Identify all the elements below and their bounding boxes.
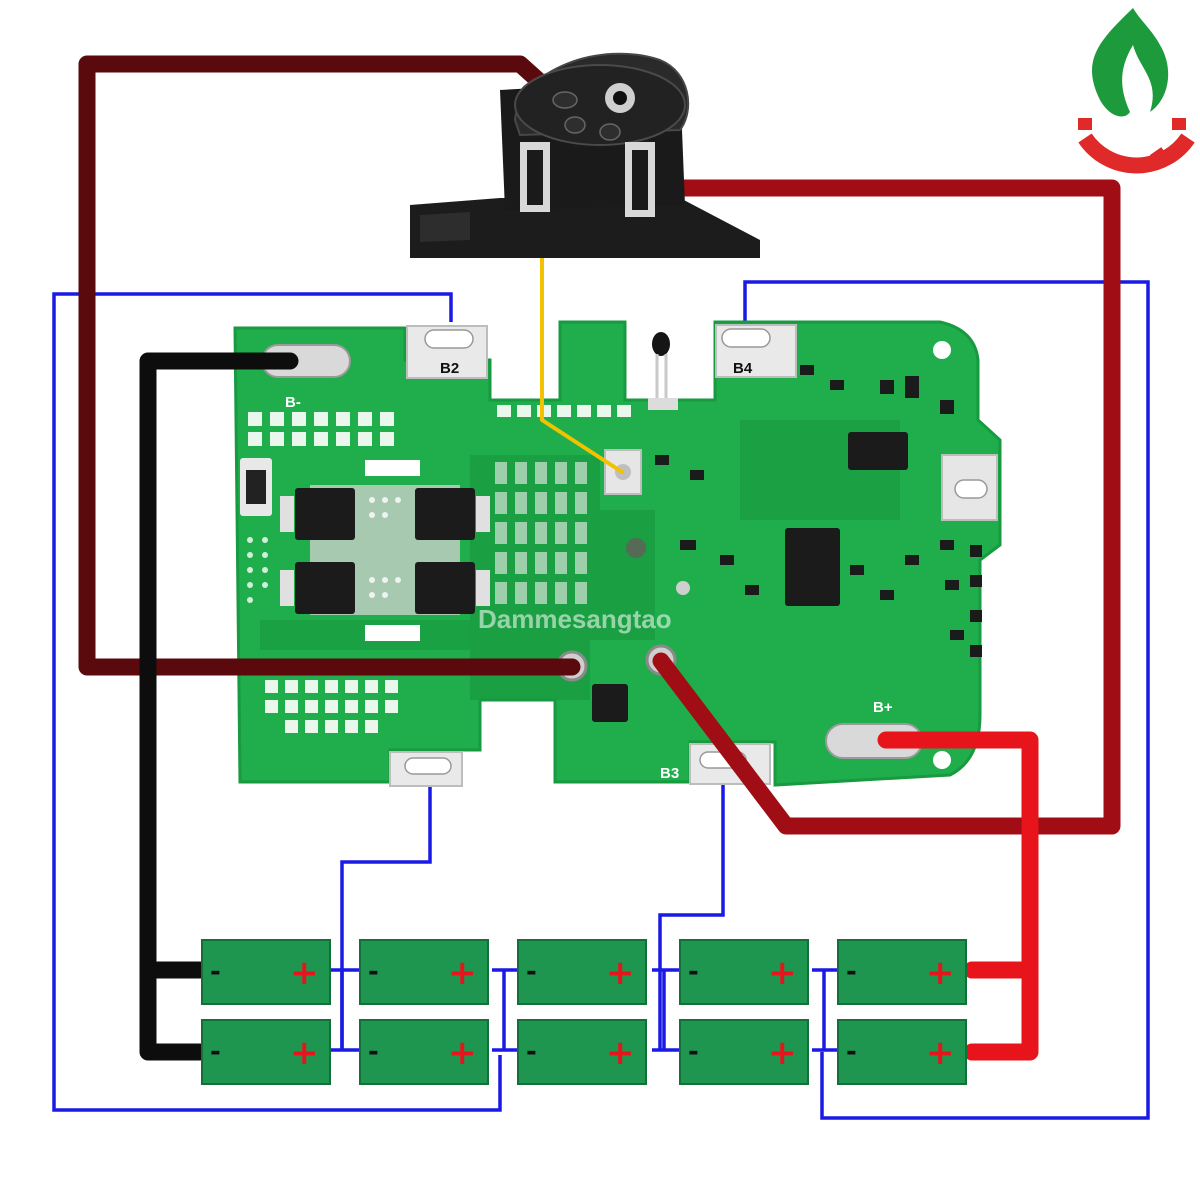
battery-cell-body [679, 1019, 809, 1085]
cell-positive-terminal: + [606, 953, 635, 993]
cell-positive-terminal: + [926, 953, 955, 993]
label-b-minus: B- [285, 394, 301, 411]
battery-cell-body [201, 1019, 331, 1085]
battery-cell-icon: -+ [359, 939, 489, 1005]
cell-negative-terminal: - [210, 957, 221, 987]
battery-cell-icon: -+ [679, 939, 809, 1005]
wire-yellow [540, 176, 624, 474]
cell-negative-terminal: - [846, 957, 857, 987]
mosfet-icon [295, 562, 355, 614]
label-b-plus: B+ [873, 699, 893, 716]
battery-cell-icon: -+ [837, 939, 967, 1005]
cell-negative-terminal: - [368, 957, 379, 987]
cell-positive-terminal: + [606, 1033, 635, 1073]
wire-dark-red [78, 55, 581, 676]
cell-negative-terminal: - [688, 1037, 699, 1067]
ic-main [785, 528, 840, 606]
flame-gear-logo-icon [1078, 8, 1195, 174]
battery-cell-grid: -+-+-+-+-+-+-+-+-+-+ [201, 939, 967, 1085]
cell-positive-terminal: + [290, 1033, 319, 1073]
battery-cell-icon: -+ [517, 1019, 647, 1085]
mosfet-icon [415, 562, 475, 614]
battery-cell-body [517, 1019, 647, 1085]
cell-positive-terminal: + [926, 1033, 955, 1073]
wire-black [139, 352, 299, 1061]
cell-negative-terminal: - [846, 1037, 857, 1067]
battery-cell-body [837, 1019, 967, 1085]
mosfet-group [280, 485, 490, 615]
battery-cell-icon: -+ [517, 939, 647, 1005]
label-b1: B1 [464, 765, 483, 782]
pad-b2 [406, 325, 488, 379]
battery-cell-icon: -+ [201, 1019, 331, 1085]
smd-pads-top-left [248, 412, 394, 446]
mosfet-icon [415, 488, 475, 540]
battery-cell-body [837, 939, 967, 1005]
resistor-bank [495, 462, 587, 604]
cell-positive-terminal: + [768, 953, 797, 993]
cell-positive-terminal: + [448, 953, 477, 993]
battery-cell-body [201, 939, 331, 1005]
cell-positive-terminal: + [768, 1033, 797, 1073]
battery-cell-icon: -+ [837, 1019, 967, 1085]
connector-icon [410, 52, 760, 258]
watermark-text: Dammesangtao [478, 604, 672, 634]
bms-pcb: B- B+ B2 B4 B1 B3 [233, 320, 1002, 787]
cell-negative-terminal: - [210, 1037, 221, 1067]
cell-negative-terminal: - [688, 957, 699, 987]
cell-negative-terminal: - [526, 957, 537, 987]
battery-cell-icon: -+ [359, 1019, 489, 1085]
battery-cell-body [359, 1019, 489, 1085]
wire-red [631, 179, 1121, 835]
wire-b2 [52, 292, 502, 1112]
battery-cell-body [359, 939, 489, 1005]
cell-positive-terminal: + [290, 953, 319, 993]
smd-pads-bottom-left [265, 680, 398, 733]
wire-b1 [340, 775, 432, 1050]
thermistor-icon [648, 332, 678, 410]
wire-bright-red [877, 731, 1039, 1061]
battery-cell-body [679, 939, 809, 1005]
label-b2: B2 [440, 360, 459, 377]
cell-positive-terminal: + [448, 1033, 477, 1073]
label-b4: B4 [733, 360, 753, 377]
ic-small [592, 684, 628, 722]
battery-cell-body [517, 939, 647, 1005]
ic-top [848, 432, 908, 470]
mosfet-icon [295, 488, 355, 540]
smd-pads-top-center [497, 405, 631, 417]
cell-negative-terminal: - [526, 1037, 537, 1067]
wire-b3 [658, 775, 725, 1050]
cell-negative-terminal: - [368, 1037, 379, 1067]
battery-cell-icon: -+ [201, 939, 331, 1005]
power-wires [78, 55, 1121, 1061]
battery-cell-icon: -+ [679, 1019, 809, 1085]
blue-sense-wires [52, 280, 1150, 1120]
wire-b4 [743, 280, 1150, 1120]
label-b3: B3 [660, 765, 679, 782]
